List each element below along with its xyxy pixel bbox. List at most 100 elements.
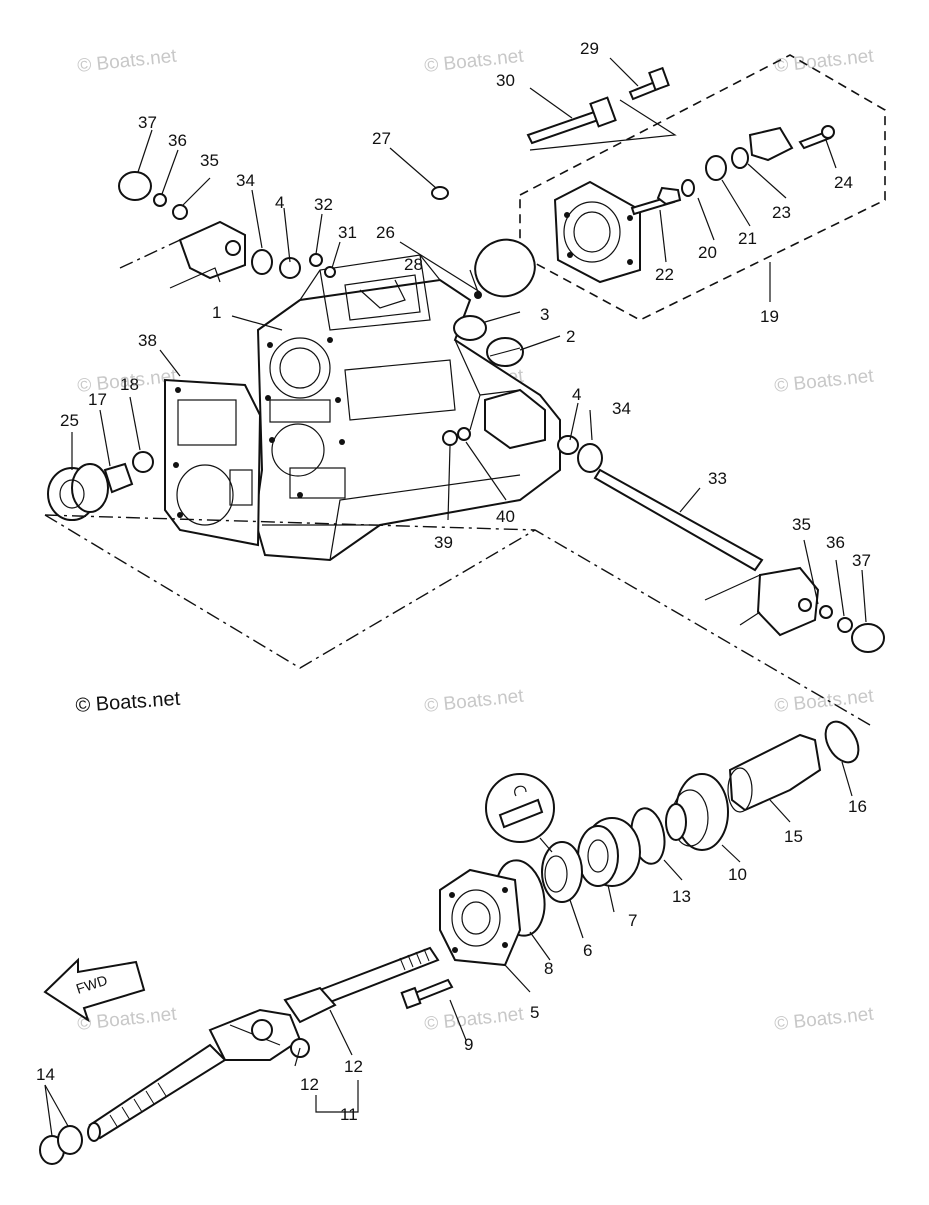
bolt-30-head — [589, 96, 617, 128]
callout-39: 39 — [434, 533, 453, 552]
callout-12-left: 12 — [300, 1075, 319, 1094]
sleeve-15 — [728, 733, 822, 812]
callout-4-right: 4 — [572, 385, 581, 404]
bearing-housing-5 — [439, 868, 522, 967]
callout-25: 25 — [60, 411, 79, 430]
callout-38: 38 — [138, 331, 157, 350]
callout-35-left: 35 — [200, 151, 219, 170]
callout-34-left: 34 — [236, 171, 255, 190]
sleeve-15-end — [727, 767, 753, 813]
callout-10: 10 — [728, 865, 747, 884]
watermark-copyright: © Boats.net — [75, 688, 182, 717]
seal-34-right — [577, 443, 603, 473]
callout-8: 8 — [544, 959, 553, 978]
watermark-mid-right: © Boats.net — [773, 366, 875, 397]
left-cap-assembly — [118, 171, 336, 289]
callout-7: 7 — [628, 911, 637, 930]
washer-39 — [442, 430, 458, 446]
callout-24: 24 — [834, 173, 853, 192]
leader-lines — [44, 57, 867, 1137]
callout-19: 19 — [760, 307, 779, 326]
bearing-25 — [47, 463, 109, 521]
watermark-bottom-right: © Boats.net — [773, 1004, 875, 1035]
assembly-axis-lower — [44, 514, 536, 669]
cap-2-shade — [489, 347, 521, 357]
callout-33: 33 — [708, 469, 727, 488]
o-ring-27 — [431, 186, 449, 200]
callout-36-left: 36 — [168, 131, 187, 150]
callout-12-right: 12 — [344, 1057, 363, 1076]
callout-22: 22 — [655, 265, 674, 284]
callout-4-left: 4 — [275, 193, 284, 212]
watermark-lower-center: © Boats.net — [423, 686, 525, 717]
callout-34-right: 34 — [612, 399, 631, 418]
callout-6: 6 — [583, 941, 592, 960]
group-19-boundary — [519, 54, 886, 321]
callout-13: 13 — [672, 887, 691, 906]
watermark-bottom-left: © Boats.net — [76, 1004, 178, 1035]
ring-16 — [824, 720, 860, 764]
callout-9: 9 — [464, 1035, 473, 1054]
watermark-top-right: © Boats.net — [773, 46, 875, 77]
gasket-38 — [164, 378, 262, 547]
shaft-33 — [593, 468, 764, 572]
callout-32: 32 — [314, 195, 333, 214]
callout-2: 2 — [566, 327, 575, 346]
callout-5: 5 — [530, 1003, 539, 1022]
watermark-bottom-center: © Boats.net — [423, 1004, 525, 1035]
callout-numbers: 1 2 3 4 4 5 6 7 8 9 10 11 12 12 13 14 15… — [36, 39, 871, 1124]
callout-17: 17 — [88, 390, 107, 409]
callout-28: 28 — [404, 255, 423, 274]
bushing-4-right — [557, 435, 579, 455]
callout-26: 26 — [376, 223, 395, 242]
callout-27: 27 — [372, 129, 391, 148]
callout-40: 40 — [496, 507, 515, 526]
bolt-24-head — [821, 125, 835, 139]
watermark-top-left: © Boats.net — [76, 46, 178, 77]
seal-6 — [541, 841, 583, 903]
ring-23 — [731, 147, 749, 169]
drive-shaft-11 — [87, 946, 440, 1142]
callout-29: 29 — [580, 39, 599, 58]
o-ring-26 — [474, 238, 536, 298]
callout-21: 21 — [738, 229, 757, 248]
nut-20 — [656, 186, 682, 206]
cover-assembly-19 — [553, 180, 641, 284]
callout-30: 30 — [496, 71, 515, 90]
bolt-30 — [526, 108, 606, 145]
bolt-9-head — [400, 986, 422, 1010]
forward-direction-arrow: FWD — [43, 957, 146, 1023]
nut-40 — [457, 427, 471, 441]
callout-36-right: 36 — [826, 533, 845, 552]
bracket-piece — [748, 126, 794, 162]
washer-21 — [705, 155, 727, 181]
callout-11: 11 — [340, 1105, 358, 1124]
callout-18: 18 — [120, 375, 139, 394]
callout-16: 16 — [848, 797, 867, 816]
callout-23: 23 — [772, 203, 791, 222]
gear-10 — [665, 773, 729, 851]
jet-pump-housing — [253, 254, 561, 562]
callout-31: 31 — [338, 223, 357, 242]
cap-3 — [453, 315, 487, 341]
seal-orientation-detail — [485, 773, 555, 853]
callout-35-right: 35 — [792, 515, 811, 534]
callout-3: 3 — [540, 305, 549, 324]
bearing-7 — [577, 817, 641, 887]
bolt-29-head — [648, 66, 670, 92]
ring-14-b — [57, 1125, 83, 1155]
callout-20: 20 — [698, 243, 717, 262]
nut-20-hex — [681, 179, 695, 197]
washer-28 — [474, 291, 482, 299]
callout-14: 14 — [36, 1065, 55, 1084]
nut-18 — [132, 451, 154, 473]
callout-15: 15 — [784, 827, 803, 846]
right-lever-assembly — [704, 566, 885, 653]
callout-1: 1 — [212, 303, 221, 322]
callout-37-left: 37 — [138, 113, 157, 132]
callout-37-right: 37 — [852, 551, 871, 570]
part-17 — [103, 462, 134, 494]
watermark-lower-right: © Boats.net — [773, 686, 875, 717]
